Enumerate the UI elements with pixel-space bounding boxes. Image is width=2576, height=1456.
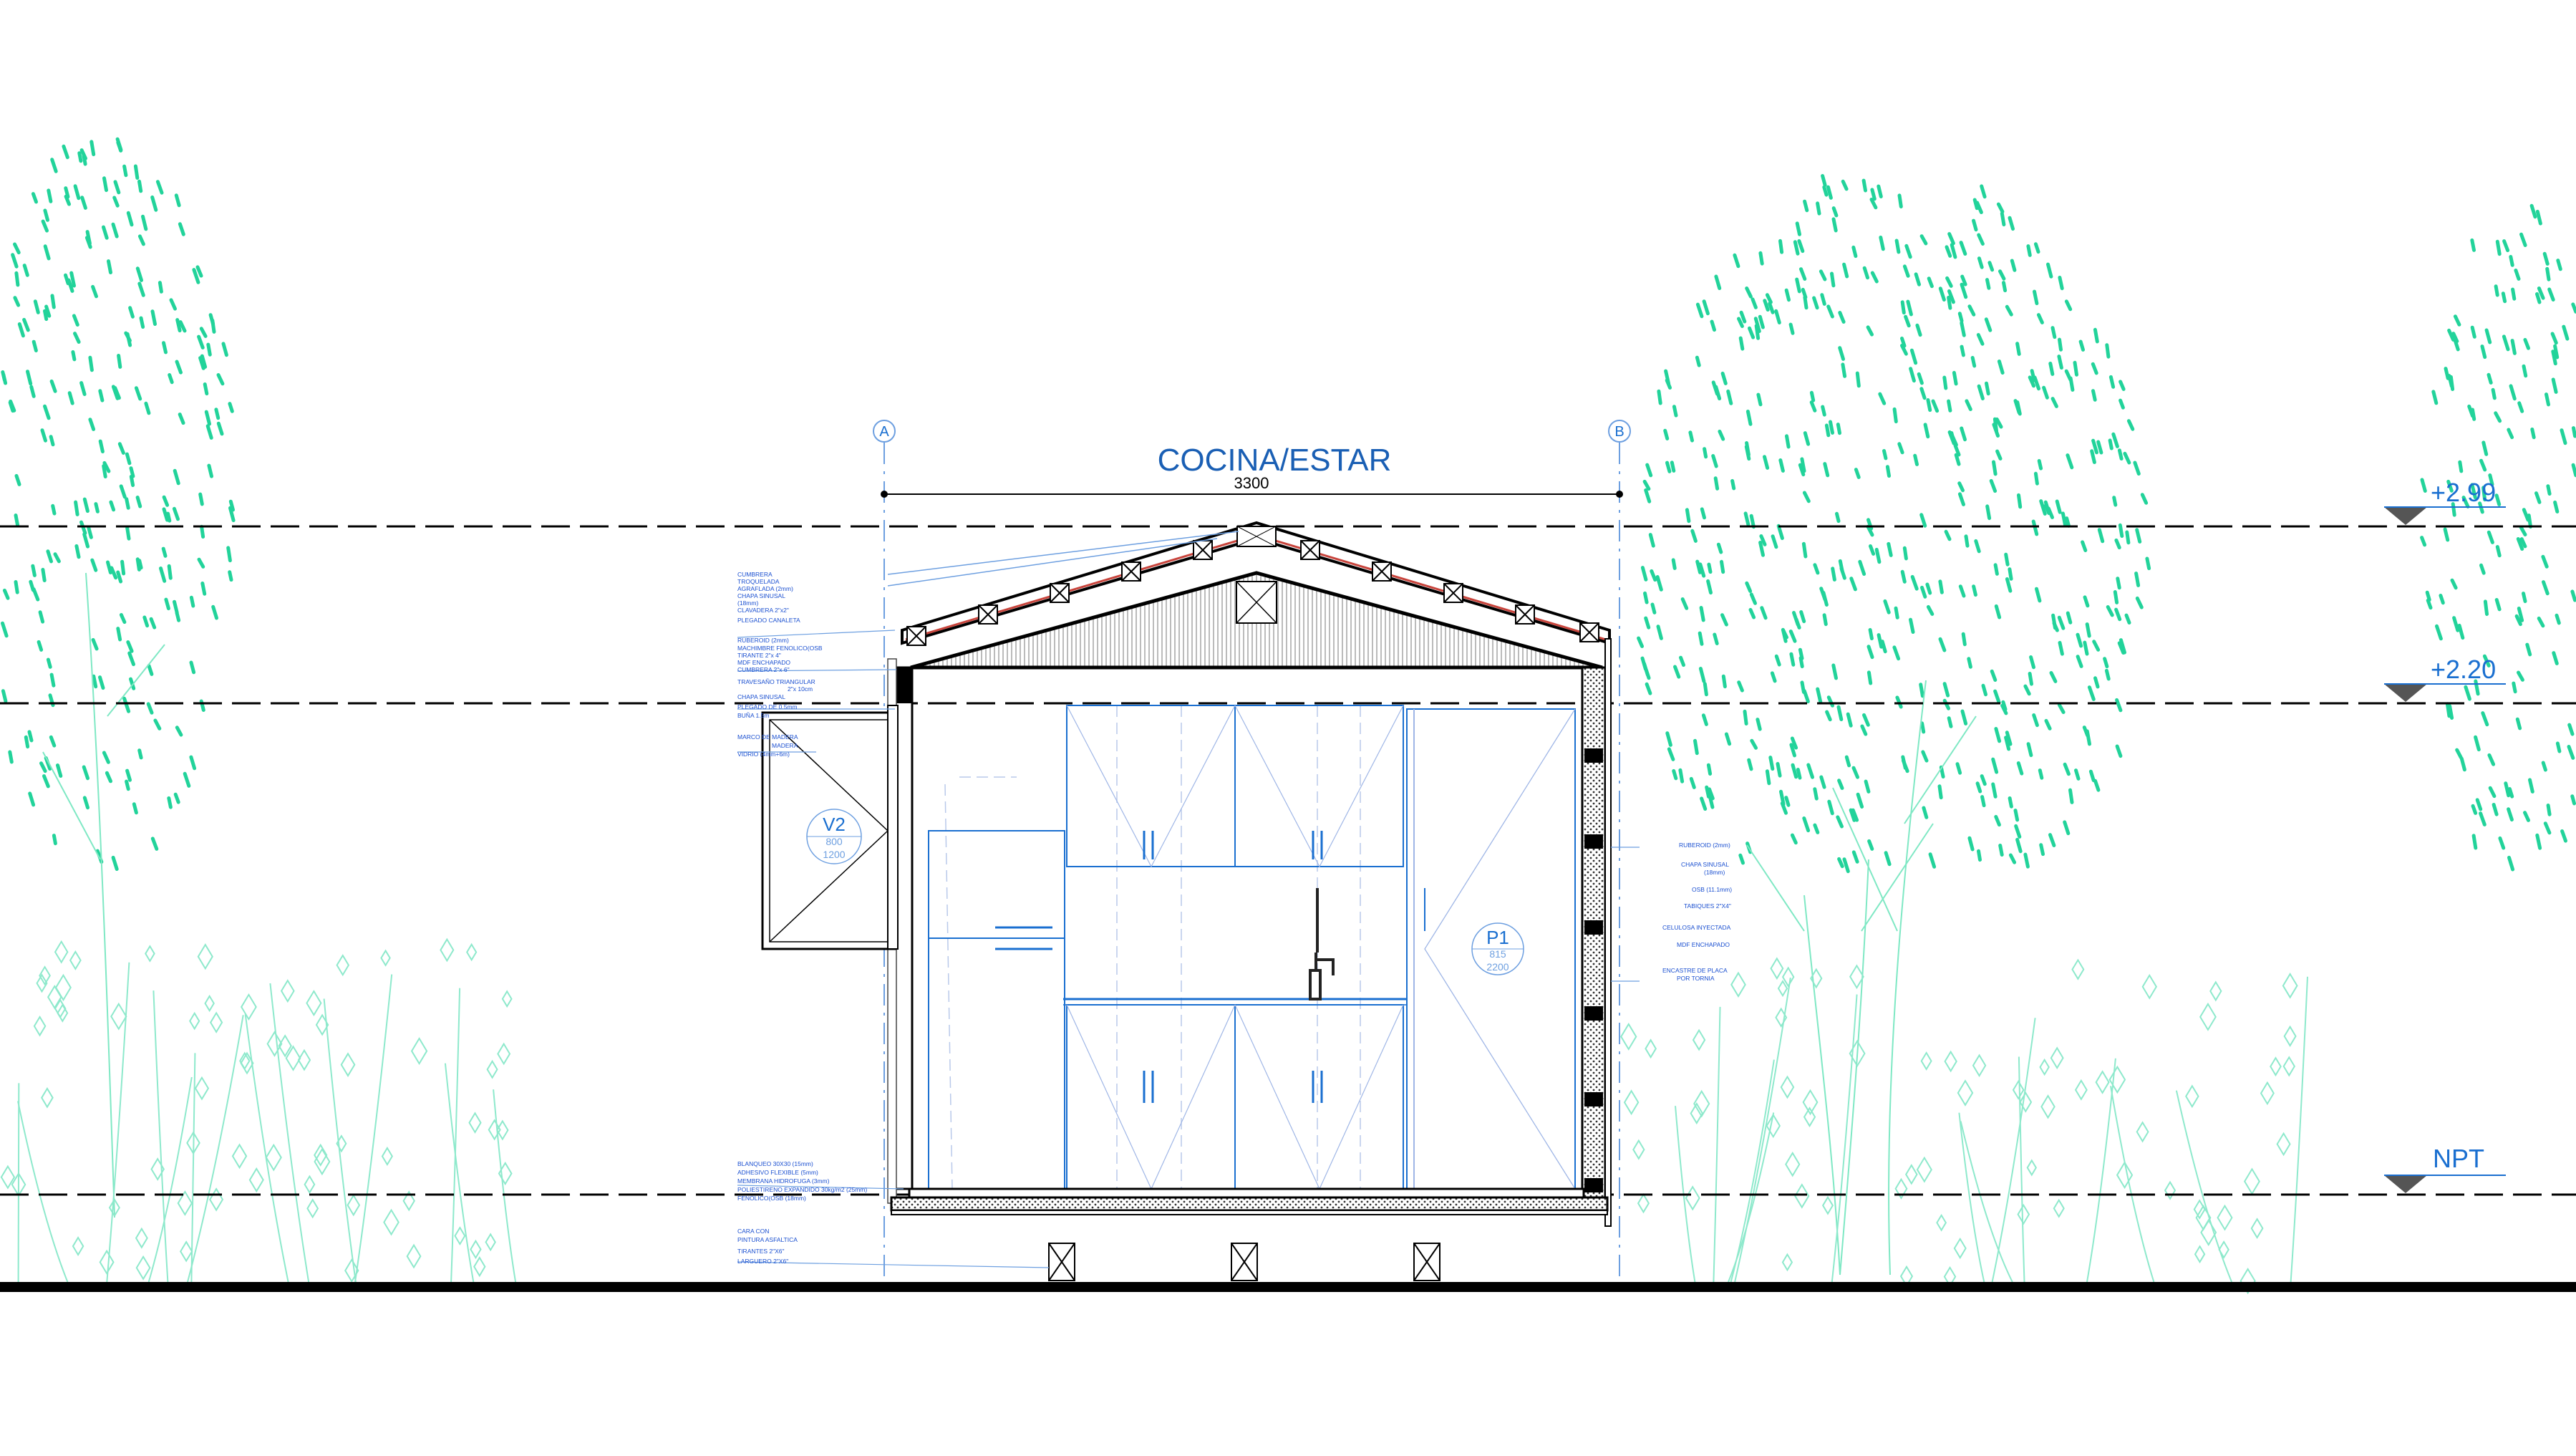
eave-notes: TRAVESAÑO TRIANGULAR 2"x 10cm CHAPA SINU… bbox=[737, 678, 815, 719]
axis-label-b: B bbox=[1614, 424, 1624, 440]
svg-text:PINTURA ASFALTICA: PINTURA ASFALTICA bbox=[737, 1236, 798, 1243]
svg-text:2"x 10cm: 2"x 10cm bbox=[788, 685, 813, 693]
svg-text:POR TORNIA: POR TORNIA bbox=[1677, 975, 1715, 982]
svg-text:RUBEROID (2mm): RUBEROID (2mm) bbox=[1679, 842, 1730, 849]
svg-text:PLEGADO CANALETA: PLEGADO CANALETA bbox=[737, 617, 800, 624]
foundation-blocks bbox=[1048, 1243, 1440, 1281]
ground-line bbox=[0, 1282, 2576, 1292]
svg-text:CUMBRERA: CUMBRERA bbox=[737, 571, 773, 578]
annotation-leaders bbox=[737, 630, 1640, 1268]
svg-text:MDF ENCHAPADO: MDF ENCHAPADO bbox=[737, 659, 790, 666]
svg-text:VIDRIO (4mm+6m): VIDRIO (4mm+6m) bbox=[737, 751, 790, 758]
axis-label-a: A bbox=[879, 424, 889, 440]
level-marker-middle: +2.20 bbox=[2384, 655, 2506, 702]
svg-text:(18mm): (18mm) bbox=[1704, 869, 1725, 876]
svg-text:PLEGADO DE 0.5mm: PLEGADO DE 0.5mm bbox=[737, 703, 798, 710]
svg-text:BUÑA 1.5m: BUÑA 1.5m bbox=[737, 712, 769, 719]
svg-text:RUBEROID (2mm): RUBEROID (2mm) bbox=[737, 637, 789, 644]
level-label-top: +2.99 bbox=[2431, 478, 2496, 507]
svg-text:CARA CON: CARA CON bbox=[737, 1228, 769, 1235]
kitchen-elevation bbox=[928, 705, 1576, 1190]
svg-text:CELULOSA INYECTADA: CELULOSA INYECTADA bbox=[1662, 924, 1731, 931]
room-title: COCINA/ESTAR bbox=[1158, 443, 1392, 478]
svg-text:(18mm): (18mm) bbox=[737, 599, 758, 607]
svg-text:MDF ENCHAPADO: MDF ENCHAPADO bbox=[1677, 941, 1730, 948]
svg-text:CHAPA SINUSAL: CHAPA SINUSAL bbox=[737, 693, 785, 700]
svg-text:TIRANTES 2"X6": TIRANTES 2"X6" bbox=[737, 1248, 785, 1255]
svg-text:TRAVESAÑO TRIANGULAR: TRAVESAÑO TRIANGULAR bbox=[737, 678, 815, 685]
svg-text:TIRANTE 2"x 4": TIRANTE 2"x 4" bbox=[737, 652, 781, 659]
svg-text:CUMBRERA 2"x 6": CUMBRERA 2"x 6" bbox=[737, 666, 790, 673]
window-notes: MARCO DE MADERA MADERA VIDRIO (4mm+6m) bbox=[737, 733, 798, 758]
level-marker-floor: NPT bbox=[2384, 1144, 2506, 1193]
svg-text:MADERA: MADERA bbox=[772, 742, 798, 749]
right-wall bbox=[1581, 638, 1612, 1227]
tree-trunks bbox=[42, 572, 1977, 1276]
svg-text:LARGUERO 2"X6": LARGUERO 2"X6" bbox=[737, 1258, 788, 1265]
level-marker-top: +2.99 bbox=[2384, 478, 2506, 525]
svg-text:MACHIMBRE FENOLICO(OSB: MACHIMBRE FENOLICO(OSB bbox=[737, 645, 823, 652]
span-dimension-line bbox=[881, 491, 1623, 498]
window-tag-width: 800 bbox=[825, 836, 843, 847]
svg-text:OSB (11.1mm): OSB (11.1mm) bbox=[1692, 886, 1732, 893]
faucet bbox=[1309, 888, 1335, 1001]
roof-notes: CUMBRERA TROQUELADA AGRAFLADA (2mm) CHAP… bbox=[737, 571, 823, 673]
door-tag-height: 2200 bbox=[1486, 961, 1509, 973]
roof-assembly bbox=[887, 521, 1611, 670]
door-tag-width: 815 bbox=[1489, 948, 1506, 960]
level-label-floor: NPT bbox=[2433, 1144, 2484, 1173]
level-label-middle: +2.20 bbox=[2431, 655, 2496, 684]
window-tag-code: V2 bbox=[823, 814, 846, 835]
window-tag-height: 1200 bbox=[823, 849, 845, 860]
svg-text:MARCO DE MADERA: MARCO DE MADERA bbox=[737, 733, 798, 741]
svg-text:AGRAFLADA (2mm): AGRAFLADA (2mm) bbox=[737, 585, 793, 592]
svg-text:TABIQUES 2"X4": TABIQUES 2"X4" bbox=[1684, 902, 1731, 910]
svg-text:ADHESIVO FLEXIBLE (5mm): ADHESIVO FLEXIBLE (5mm) bbox=[737, 1169, 818, 1176]
svg-text:FENOLICO(OSB (18mm): FENOLICO(OSB (18mm) bbox=[737, 1195, 806, 1202]
shrub-outlines bbox=[0, 937, 2308, 1295]
svg-text:BLANQUEO 30X30 (15mm): BLANQUEO 30X30 (15mm) bbox=[737, 1160, 813, 1167]
svg-text:TROQUELADA: TROQUELADA bbox=[737, 578, 780, 585]
wall-notes: RUBEROID (2mm) CHAPA SINUSAL (18mm) OSB … bbox=[1662, 842, 1732, 982]
svg-text:ENCASTRE DE PLACA: ENCASTRE DE PLACA bbox=[1662, 967, 1728, 974]
floor-assembly bbox=[890, 1187, 1609, 1215]
svg-text:MEMBRANA HIDROFUGA (3mm): MEMBRANA HIDROFUGA (3mm) bbox=[737, 1177, 830, 1185]
base-notes: CARA CON PINTURA ASFALTICA TIRANTES 2"X6… bbox=[737, 1228, 798, 1265]
span-dimension: 3300 bbox=[1234, 474, 1269, 492]
floor-notes: BLANQUEO 30X30 (15mm) ADHESIVO FLEXIBLE … bbox=[737, 1160, 867, 1202]
svg-text:CHAPA SINUSAL: CHAPA SINUSAL bbox=[737, 592, 785, 599]
svg-text:POLIESTIRENO EXPANDIDO 30kg/m2: POLIESTIRENO EXPANDIDO 30kg/m2 (25mm) bbox=[737, 1186, 867, 1193]
door-tag-code: P1 bbox=[1486, 927, 1509, 948]
tree-foliage bbox=[1, 137, 2576, 874]
svg-text:CHAPA SINUSAL: CHAPA SINUSAL bbox=[1681, 861, 1729, 868]
svg-text:CLAVADERA 2"x2": CLAVADERA 2"x2" bbox=[737, 607, 789, 614]
grid-axes bbox=[873, 420, 1631, 1286]
